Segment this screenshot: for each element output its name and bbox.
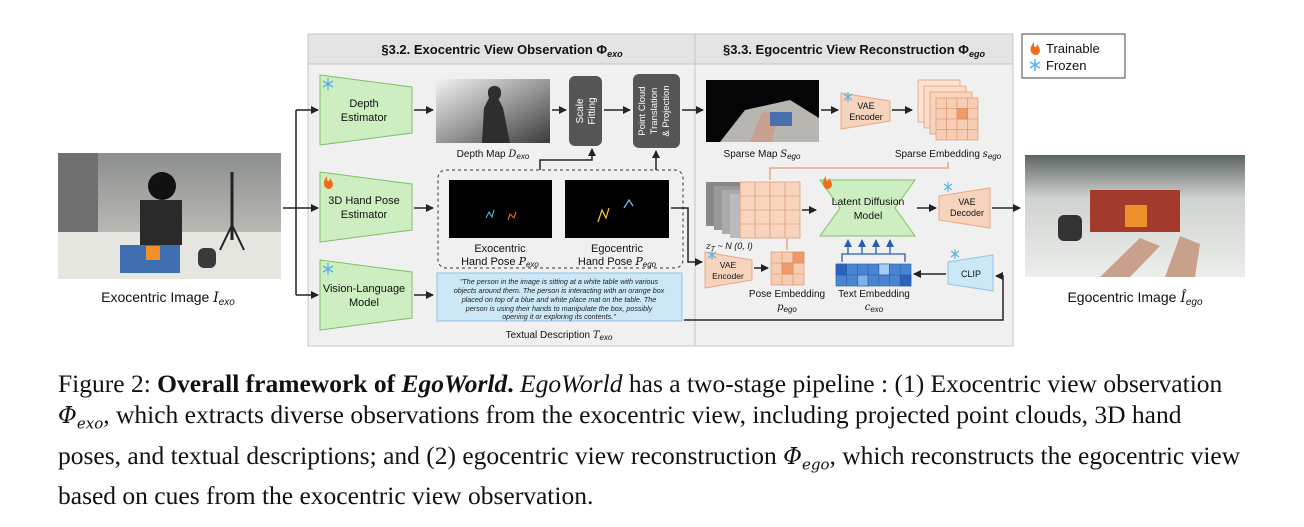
svg-text:Translation: Translation <box>649 88 660 135</box>
svg-text:Fitting: Fitting <box>587 97 598 124</box>
exocentric-image <box>58 153 281 279</box>
hand-pose-dashed-box <box>437 169 684 269</box>
svg-text:VAE: VAE <box>857 101 874 111</box>
egocentric-hand-label-2: Hand Pose Pego <box>578 255 657 269</box>
sparse-to-latent-connector <box>769 162 949 180</box>
snowflake-icon <box>943 182 953 192</box>
snowflake-icon <box>843 92 853 102</box>
svg-text:Encoder: Encoder <box>712 271 744 281</box>
flame-icon <box>323 176 333 189</box>
egocentric-image <box>1025 155 1245 277</box>
caption-math-1: Φexo <box>58 403 104 433</box>
svg-text:Vision-Language: Vision-Language <box>323 283 405 295</box>
caption-prefix: Figure 2: <box>58 369 158 398</box>
svg-text:CLIP: CLIP <box>961 269 981 279</box>
sparse-embedding-grid <box>917 79 979 141</box>
stage2-header: §3.3. Egocentric View Reconstruction Φeg… <box>723 42 985 59</box>
caption-italic-name: EgoWorld <box>520 369 623 398</box>
latent-diffusion-model: Latent Diffusion Model <box>819 176 916 237</box>
sparse-map-image <box>706 80 819 142</box>
vae-encoder-top: VAE Encoder <box>840 92 891 130</box>
svg-text:Model: Model <box>854 210 883 222</box>
vae-decoder: VAE Decoder <box>938 182 991 229</box>
caption-text-1: has a two-stage pipeline : (1) Exocentri… <box>622 369 1223 398</box>
description-line-1: "The person in the image is sitting at a… <box>460 277 659 286</box>
pose-embedding-grid <box>770 251 805 286</box>
description-line-5: opening it or exploring its contents." <box>502 312 616 321</box>
stage1-header-bg <box>307 33 696 65</box>
legend-trainable: Trainable <box>1046 41 1100 56</box>
caption-math-2: Φego <box>783 443 830 474</box>
text-embedding-bar <box>835 263 912 287</box>
noise-label: zT ~ N (0, I) <box>705 241 753 253</box>
exocentric-hand-label-2: Hand Pose Pexo <box>461 255 539 269</box>
depth-estimator: Depth Estimator <box>319 74 413 146</box>
snowflake-icon <box>322 78 334 90</box>
textual-description-label: Textual Description Texo <box>506 330 613 342</box>
textual-description-box <box>436 272 683 322</box>
egocentric-hand-label: Egocentric <box>591 243 643 255</box>
sparse-embedding-label: Sparse Embedding sego <box>895 149 1002 161</box>
hand-pose-estimator: 3D Hand Pose Estimator <box>319 171 413 243</box>
svg-text:Scale: Scale <box>575 98 586 123</box>
figure-caption: Figure 2: Overall framework of EgoWorld.… <box>58 368 1248 511</box>
description-line-4: person is using their hands to manipulat… <box>465 304 653 313</box>
legend-box <box>1021 33 1126 79</box>
description-line-3: placed on top of a blue and white place … <box>461 295 657 304</box>
vision-language-model: Vision-Language Model <box>319 259 413 331</box>
legend-frozen: Frozen <box>1046 58 1086 73</box>
pose-embedding-var: pego <box>777 302 797 314</box>
caption-bold-end: . <box>507 369 514 398</box>
scale-fitting-box: Scale Fitting <box>569 76 602 146</box>
exocentric-hand-label: Exocentric <box>474 243 526 255</box>
text-embedding-var: cexo <box>865 302 884 314</box>
stage2-header-bg <box>694 33 1014 65</box>
svg-text:Model: Model <box>349 297 379 309</box>
snowflake-icon <box>950 249 960 259</box>
text-embedding-label: Text Embedding <box>838 289 910 300</box>
cross-attention-arrows <box>841 239 906 262</box>
svg-text:Estimator: Estimator <box>341 209 388 221</box>
caption-bold-italic: EgoWorld <box>401 369 508 398</box>
svg-text:& Projection: & Projection <box>661 85 672 136</box>
svg-text:Point Cloud: Point Cloud <box>637 86 648 135</box>
caption-text-2: , which extracts diverse observations fr… <box>58 400 1182 470</box>
caption-text-3: , which reconstructs the egocentric view… <box>58 440 1241 511</box>
arrow-text-to-clip <box>684 272 1004 321</box>
snowflake-icon <box>1029 59 1041 71</box>
svg-text:Encoder: Encoder <box>849 112 883 122</box>
depth-map-image <box>436 79 550 143</box>
svg-text:Depth: Depth <box>349 98 378 110</box>
svg-text:Estimator: Estimator <box>341 112 388 124</box>
clip-encoder: CLIP <box>947 249 994 292</box>
svg-text:VAE: VAE <box>958 197 975 207</box>
point-cloud-box: Point Cloud Translation & Projection <box>633 74 680 148</box>
depth-map-label: Depth Map Dexo <box>457 149 530 161</box>
exocentric-hand-pose-image <box>449 180 552 238</box>
svg-text:Decoder: Decoder <box>950 208 984 218</box>
svg-text:Latent Diffusion: Latent Diffusion <box>832 196 905 208</box>
flame-icon <box>1030 42 1040 55</box>
caption-bold: Overall framework of <box>157 369 402 398</box>
description-line-2: objects around them. The person is inter… <box>454 286 665 295</box>
egocentric-image-label: Egocentric Image Îego <box>1067 288 1202 308</box>
snowflake-icon <box>707 250 717 260</box>
snowflake-icon <box>322 263 334 275</box>
svg-text:3D Hand Pose: 3D Hand Pose <box>328 195 400 207</box>
stage1-header: §3.2. Exocentric View Observation Φexo <box>381 42 623 59</box>
flame-icon <box>822 176 832 189</box>
svg-text:VAE: VAE <box>720 260 737 270</box>
sparse-map-label: Sparse Map Sego <box>724 149 801 161</box>
pose-embedding-label: Pose Embedding <box>749 289 825 300</box>
exocentric-image-label: Exocentric Image Iexo <box>101 289 235 308</box>
noise-latent-stack <box>706 181 801 239</box>
arrow-hand-to-scale <box>539 148 596 170</box>
vae-encoder-bottom: VAE Encoder <box>704 250 753 289</box>
egocentric-hand-pose-image <box>565 180 669 238</box>
arrow-pose-to-encoder <box>671 207 703 266</box>
framework-figure: §3.2. Exocentric View Observation Φexo §… <box>58 33 1245 347</box>
